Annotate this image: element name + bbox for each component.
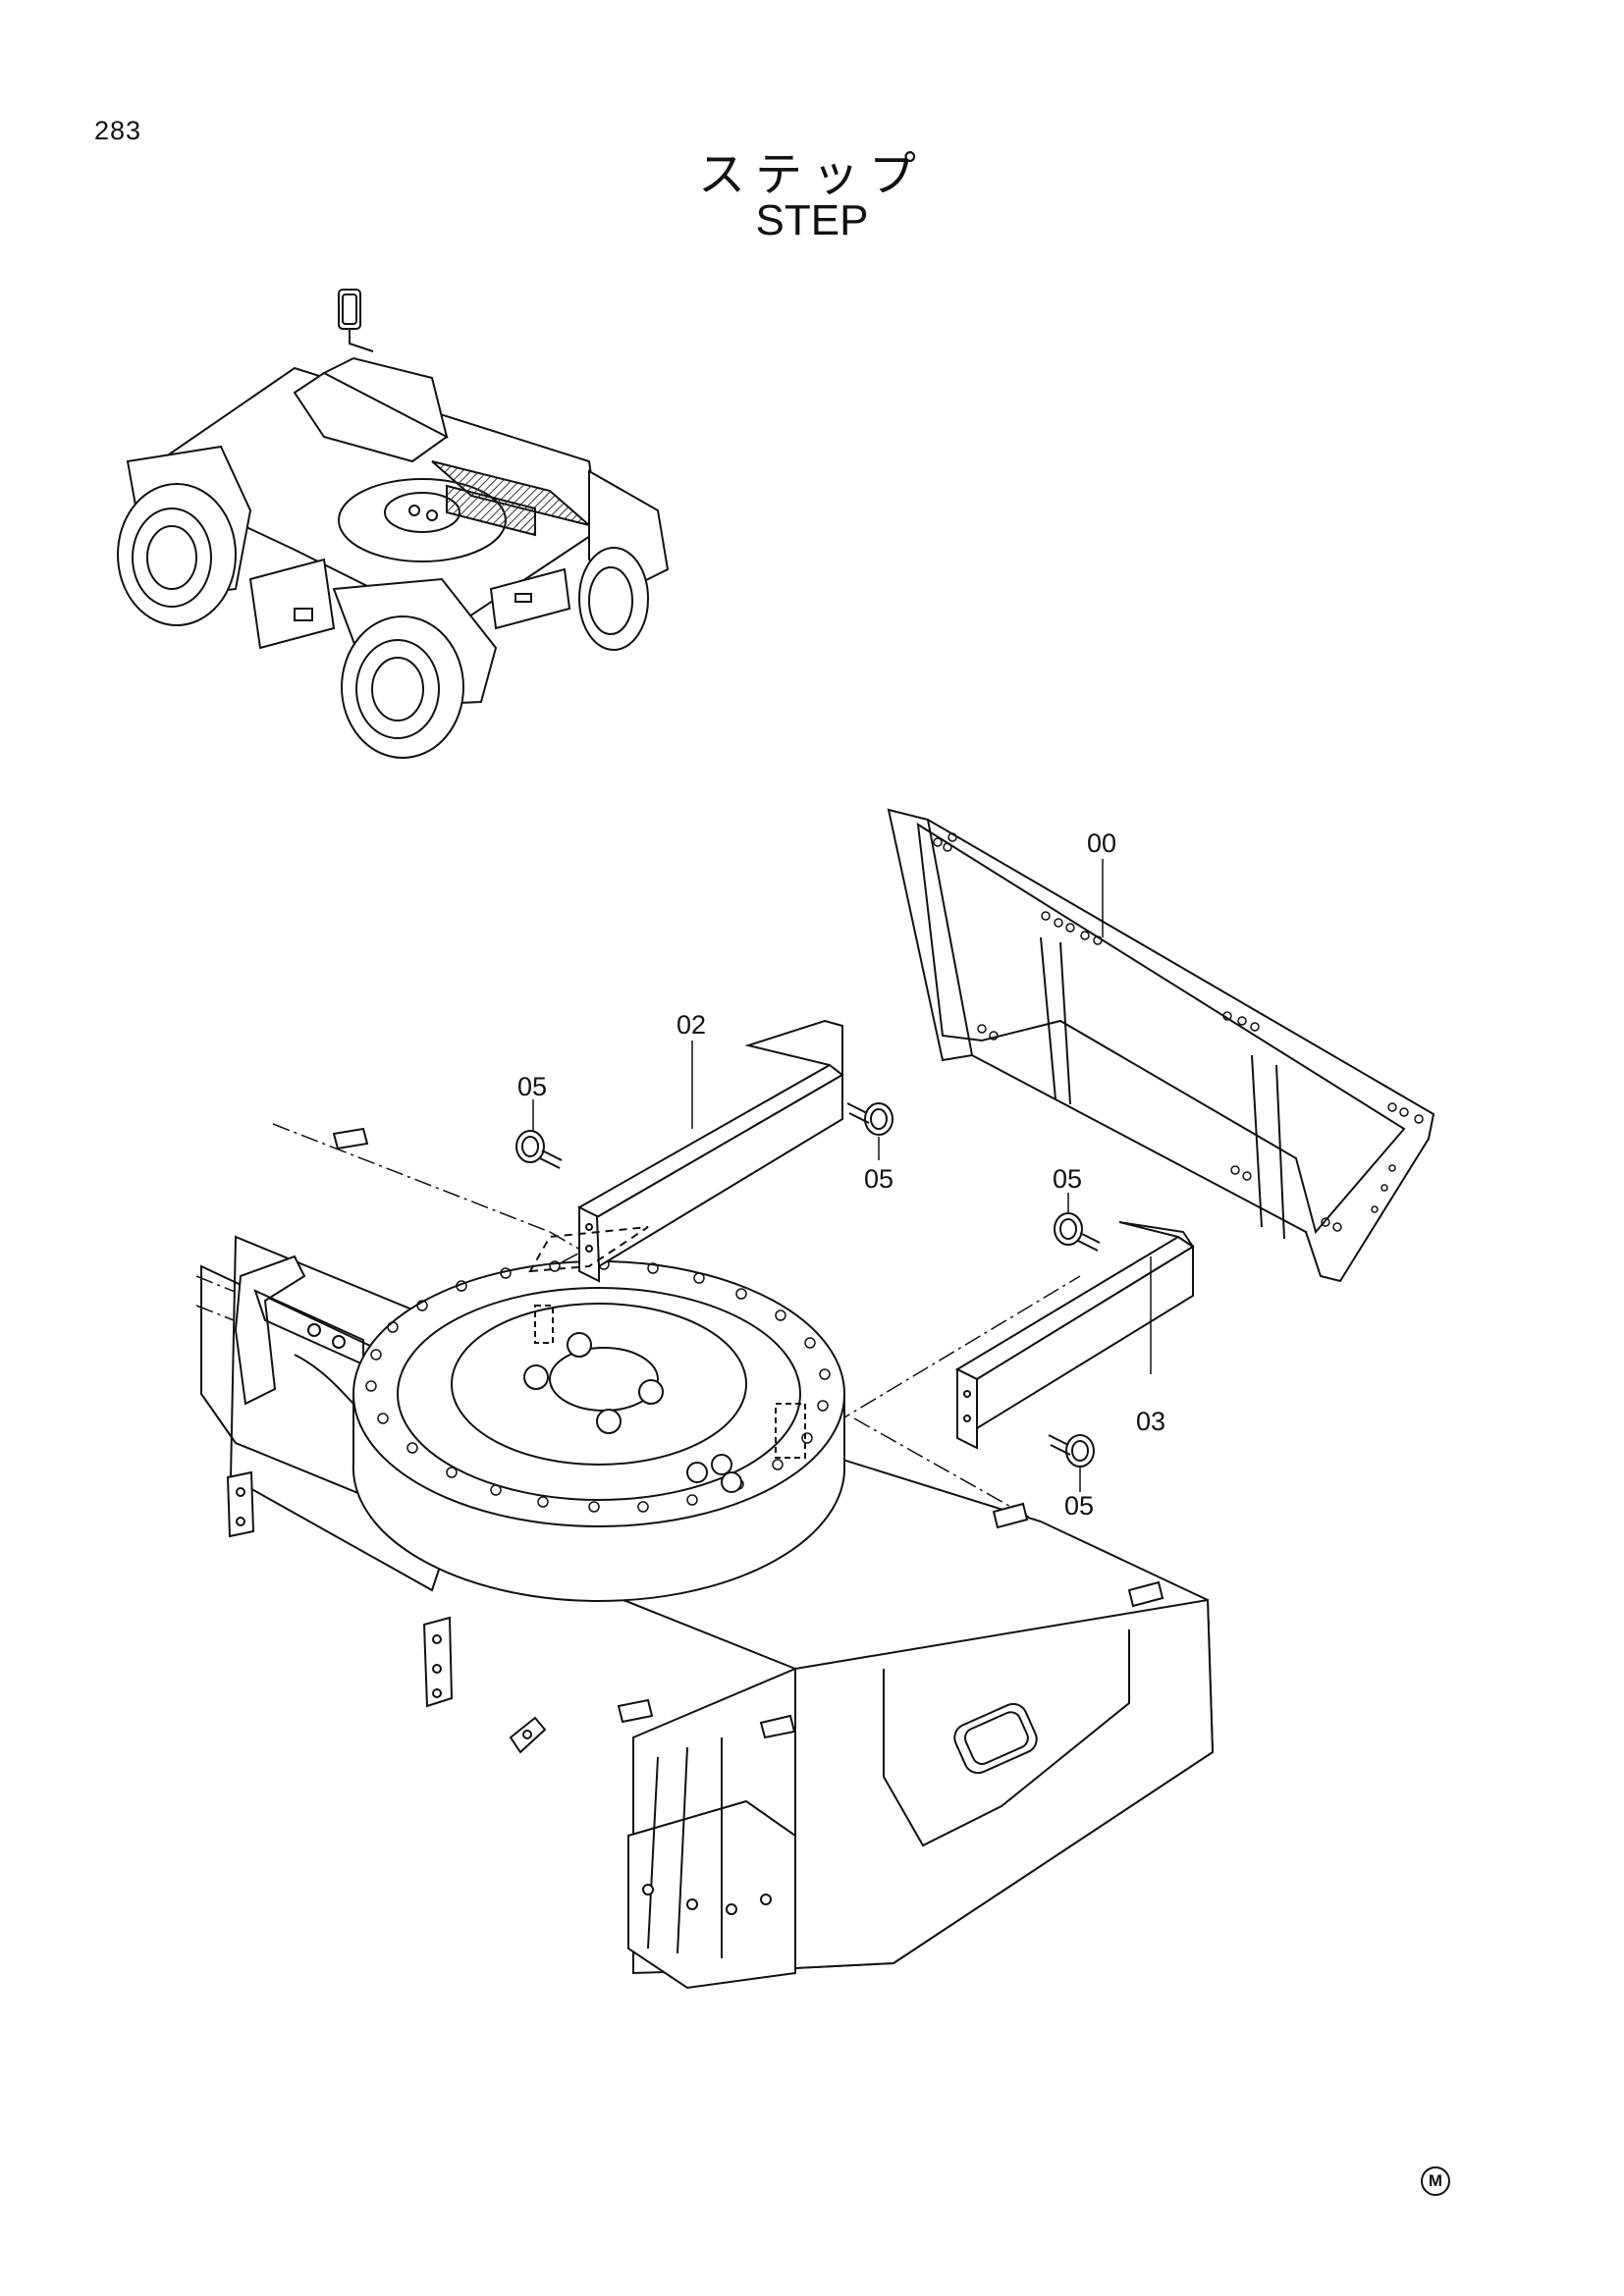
part-05-bolts (515, 1102, 1101, 1468)
page-title-english: STEP (755, 196, 869, 244)
page-number: 283 (94, 116, 142, 145)
page-title-japanese: ステップ (697, 147, 926, 202)
callout-05-right-upper: 05 (1053, 1164, 1082, 1194)
callout-05-left: 05 (517, 1072, 547, 1101)
locator-machine-view (117, 289, 670, 759)
callout-00: 00 (1087, 828, 1116, 858)
leader-lines (532, 859, 1152, 1492)
callout-03: 03 (1136, 1407, 1165, 1436)
footer-mark-badge: M (1421, 2166, 1450, 2196)
callout-05-middle: 05 (864, 1164, 893, 1194)
part-00-step-frame (887, 808, 1435, 1283)
callout-02: 02 (677, 1010, 706, 1040)
swing-bearing (352, 1258, 845, 1602)
part-03-step-bracket (954, 1221, 1195, 1450)
part-02-step-bracket (528, 1019, 844, 1283)
callout-labels: 00 02 05 05 05 03 05 (517, 828, 1165, 1521)
callout-05-right-lower: 05 (1064, 1491, 1094, 1521)
